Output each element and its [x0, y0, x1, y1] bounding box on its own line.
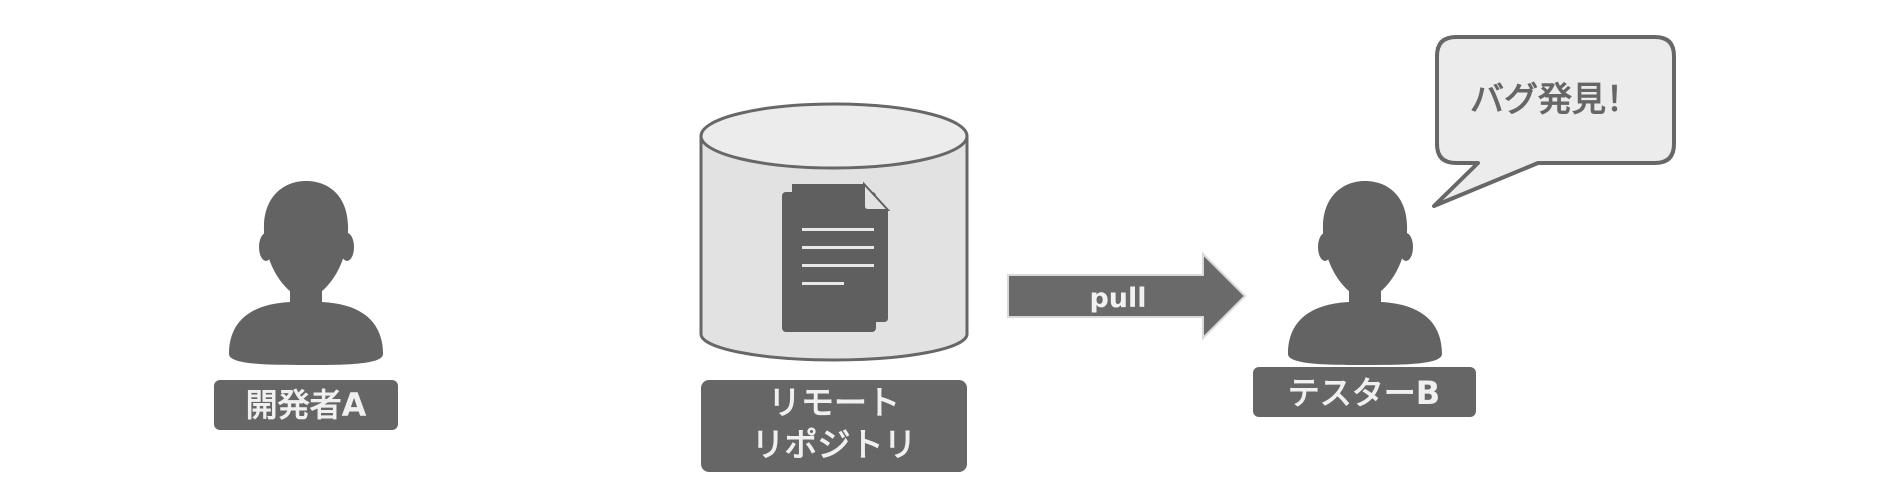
speech-bubble-text: バグ発見！	[1470, 80, 1640, 120]
speech-bubble: バグ発見！	[1432, 35, 1676, 208]
pull-arrow-label: pull	[1089, 283, 1146, 314]
developer-label: 開発者A	[246, 386, 367, 424]
tester-label-box	[1253, 367, 1476, 417]
person-icon	[229, 181, 383, 365]
repository-label-line2: リポジトリ	[752, 425, 917, 464]
developer-label-box	[214, 380, 398, 430]
tester-label: テスターB	[1288, 374, 1440, 412]
tester-group: テスターB	[1253, 181, 1476, 417]
repository-group: リモート リポジトリ	[699, 102, 969, 472]
person-icon	[1288, 181, 1442, 365]
pull-arrow: pull	[1007, 251, 1247, 341]
developer-group: 開発者A	[214, 181, 398, 430]
repository-label-box	[701, 380, 967, 472]
repository-label-line1: リモート	[768, 383, 900, 422]
document-icon	[782, 181, 891, 332]
